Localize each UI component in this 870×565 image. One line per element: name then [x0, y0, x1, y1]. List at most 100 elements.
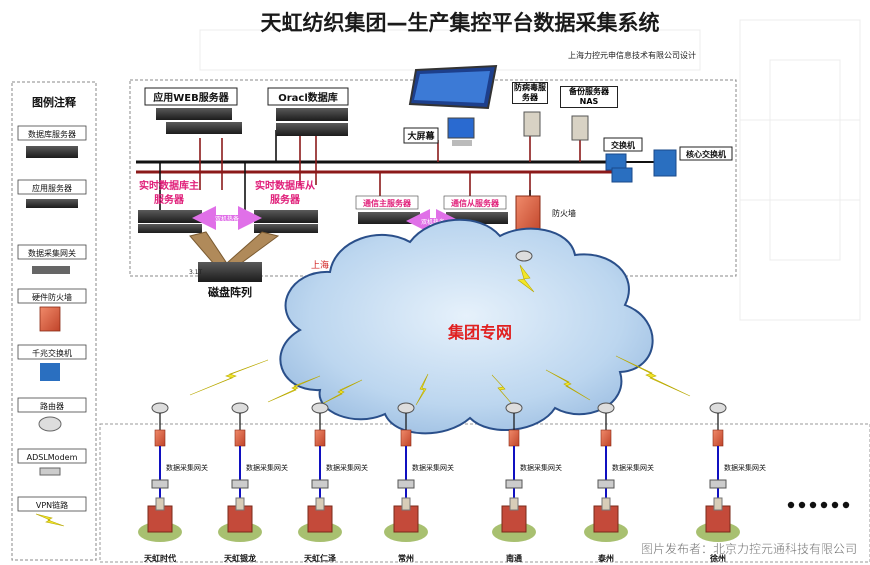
switch-group: 交换机: [603, 137, 643, 183]
site-label: 天虹仁泽: [304, 553, 336, 563]
comm-slave-group: 通信从服务器: [443, 195, 508, 224]
app-server-icon: [26, 199, 78, 208]
comm-server-icon: [358, 212, 420, 224]
vpn-lightning-icon: [415, 373, 429, 406]
page-title: 天虹纺织集团—生产集控平台数据采集系统: [261, 11, 660, 35]
legend-heading: 图例注释: [32, 95, 77, 109]
switch-icon: [611, 167, 633, 183]
page-indicator-dots: [787, 501, 850, 509]
router-icon: [397, 402, 415, 414]
router-icon: [38, 416, 62, 432]
firewall-icon: [39, 306, 61, 332]
modem-icon: [231, 479, 249, 489]
switch-label: 交换机: [611, 140, 635, 150]
gateway-label: 数据采集网关: [166, 463, 208, 472]
legend-label: 应用服务器: [32, 183, 72, 193]
db-server-icon: [254, 210, 318, 223]
legend-label: 硬件防火墙: [32, 292, 72, 302]
db-server-icon: [276, 123, 348, 136]
hot-standby-link: 双机热备: [192, 206, 262, 230]
firewall-icon: [400, 429, 412, 447]
rt-slave-label: 实时数据库从服务器: [255, 181, 315, 206]
router-icon: [231, 402, 249, 414]
gateway-label: 数据采集网关: [724, 463, 766, 472]
db-server-icon: [138, 224, 202, 233]
firewall-icon: [712, 429, 724, 447]
legend-item-router: 路由器: [17, 397, 87, 432]
firewall-label: 防火墙: [552, 208, 576, 218]
router-icon: [505, 402, 523, 414]
db-server-icon: [276, 108, 348, 121]
firewall-icon: [154, 429, 166, 447]
site-label: 常州: [398, 553, 414, 563]
vpn-links: [189, 264, 691, 407]
modem-icon: [151, 479, 169, 489]
router-icon: [151, 402, 169, 414]
firewall-icon: [600, 429, 612, 447]
legend-item-db-server: 数据库服务器: [17, 125, 87, 158]
router-icon: [515, 250, 533, 262]
gateway-label: 数据采集网关: [246, 463, 288, 472]
firewall-icon: [234, 429, 246, 447]
disk-array-group: 3.1T 磁盘阵列: [189, 231, 280, 299]
modem-icon: [397, 479, 415, 489]
vpn-lightning-icon: [491, 374, 513, 405]
antivirus-label: 防病毒服务器: [512, 82, 548, 104]
factory-tower-icon: [401, 497, 411, 511]
db-server-icon: [138, 210, 202, 223]
web-server-label: 应用WEB服务器: [153, 91, 229, 104]
workstation-icon: [447, 117, 475, 139]
router-icon: [597, 402, 615, 414]
tower-server-icon: [571, 115, 589, 141]
factory-tower-icon: [155, 497, 165, 511]
switch-icon: [40, 363, 60, 381]
rt-master-label: 实时数据库主服务器: [139, 181, 199, 206]
comm-slave-label: 通信从服务器: [451, 198, 500, 208]
big-screen-group: 大屏幕: [403, 64, 498, 146]
site-label: 天虹时代: [144, 553, 176, 563]
legend-label: 数据库服务器: [28, 129, 76, 139]
db-server-icon: [26, 146, 78, 158]
site-label: 泰州: [597, 553, 614, 563]
modem-icon: [597, 479, 615, 489]
vpn-lightning-icon: [545, 369, 591, 401]
rt-slave-group: 实时数据库从服务器: [254, 181, 318, 233]
legend-item-switch: 千兆交换机: [17, 344, 87, 381]
factory-tower-icon: [235, 497, 245, 511]
legend-item-adsl: ADSLModem: [17, 448, 87, 476]
disk-capacity-note: 3.1T: [189, 269, 203, 276]
site-label: 南通: [506, 553, 522, 563]
vpn-lightning-icon: [189, 359, 269, 396]
web-server-icon: [156, 108, 232, 120]
factory-tower-icon: [315, 497, 325, 511]
antivirus-server-group: 防病毒服务器: [512, 82, 548, 137]
gateway-icon: [32, 266, 70, 274]
legend-label: 千兆交换机: [32, 348, 72, 358]
big-screen-label: 大屏幕: [407, 130, 435, 142]
firewall-icon: [314, 429, 326, 447]
oracle-db-label: Oracl数据库: [278, 91, 338, 104]
private-network-cloud: 集团专网: [279, 218, 654, 435]
gateway-label: 数据采集网关: [412, 463, 454, 472]
legend-item-vpn: VPN链路: [17, 496, 87, 527]
legend-panel: 图例注释 数据库服务器 应用服务器 数据采集网关 硬件防火墙 千兆交换机: [11, 81, 97, 561]
designer-credit: 上海力控元申信息技术有限公司设计: [568, 50, 696, 60]
vpn-lightning-icon: [615, 355, 691, 397]
branch-sites: 数据采集网关天虹时代数据采集网关天虹银龙数据采集网关天虹仁泽数据采集网关常州数据…: [138, 402, 766, 563]
legend-item-firewall: 硬件防火墙: [17, 288, 87, 332]
factory-building-icon: [227, 505, 253, 533]
backup-nas-label: 备份服务器NAS: [560, 86, 618, 108]
location-label: 上海: [311, 259, 329, 271]
disk-array-icon: [198, 262, 262, 282]
firewall-icon: [508, 429, 520, 447]
backup-server-group: 备份服务器NAS: [560, 86, 618, 141]
router-icon: [709, 402, 727, 414]
